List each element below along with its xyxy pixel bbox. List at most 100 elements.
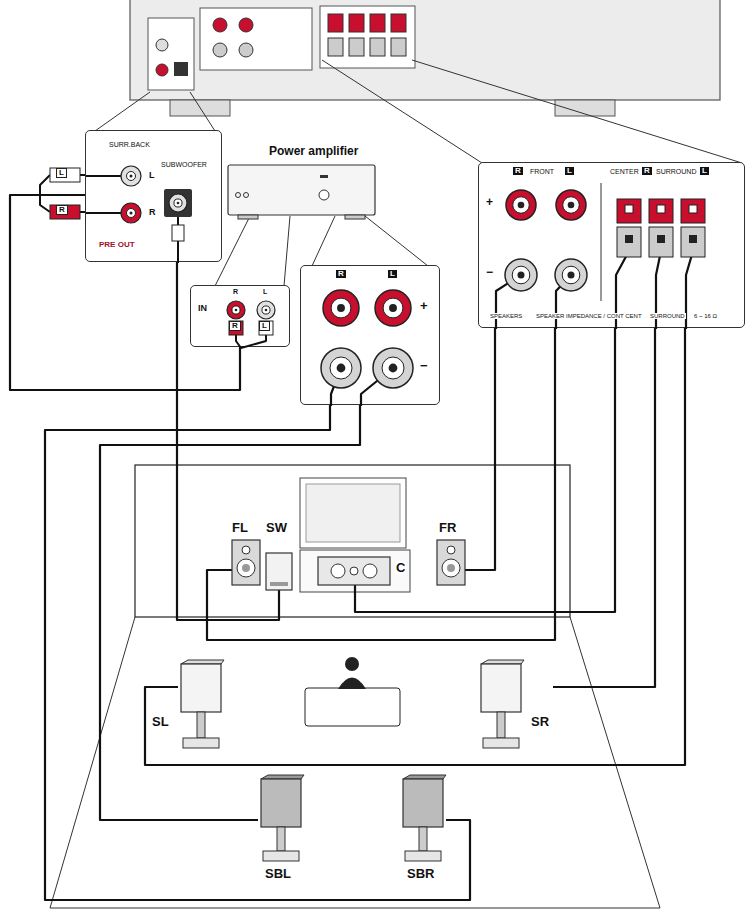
speaker-cabinet (481, 664, 521, 712)
rca-jack-ring (127, 172, 136, 181)
node-drawing (437, 540, 465, 585)
device-node: SR (478, 660, 553, 750)
binding-post (556, 190, 586, 220)
binding-post-hole (517, 271, 524, 278)
woofer (331, 564, 345, 578)
node-drawing (266, 553, 292, 590)
woofer (237, 559, 255, 577)
device-node: SW (266, 553, 292, 590)
panel-label: SURROUND (655, 168, 697, 175)
speaker-cabinet (437, 540, 465, 585)
speaker-label: SW (265, 521, 288, 535)
receiver-jack (213, 43, 227, 57)
callout-line (95, 92, 150, 131)
woofer (442, 559, 460, 577)
rca-jack (227, 301, 245, 319)
speaker-label: SBR (406, 867, 435, 881)
receiver-jack (239, 18, 253, 32)
tweeter (242, 546, 250, 554)
speaker-cable (465, 328, 495, 570)
rca-cable (236, 335, 241, 348)
node-drawing (258, 775, 304, 863)
rca-plug (50, 168, 80, 182)
sofa (305, 688, 400, 726)
device-node: FR (437, 540, 465, 585)
speaker-cable (45, 405, 470, 900)
rca-jack-ring (232, 306, 240, 314)
room-floor-edge (50, 908, 660, 909)
rca-cable (40, 175, 50, 195)
binding-post-hole (568, 202, 575, 209)
push-terminal (617, 199, 641, 223)
device-node: C (318, 557, 409, 585)
receiver-jack (213, 18, 227, 32)
subwoofer-port (270, 582, 288, 586)
node-drawing (400, 775, 446, 863)
subwoofer-cabinet (266, 553, 292, 590)
av-receiver (130, 0, 720, 100)
listener (338, 678, 366, 690)
binding-post (373, 348, 413, 388)
binding-post-ring (330, 357, 352, 379)
led (320, 175, 328, 178)
panel-label: R (148, 208, 157, 217)
plug-label: R (56, 205, 68, 215)
rca-plug (50, 205, 80, 219)
terminal-panel-inset: INRL (190, 285, 290, 347)
binding-post-hole (389, 304, 397, 312)
rca-jack-pin (177, 202, 180, 205)
receiver-speaker-panel (320, 6, 415, 68)
rca-jack-ring (262, 306, 270, 314)
device-node: SBL (258, 775, 304, 884)
panel-label: − (419, 359, 429, 373)
receiver-terminal (328, 38, 343, 56)
tv-screen (306, 484, 400, 542)
power-button (319, 190, 329, 200)
push-terminal (649, 199, 673, 223)
panel-label: SURROUND (649, 313, 686, 319)
callout-line (284, 216, 290, 286)
callout-line (365, 216, 428, 266)
speaker-stand-pole (497, 712, 505, 738)
binding-post (555, 259, 587, 291)
room-floor-edge (570, 617, 660, 908)
rca-jack (169, 194, 187, 212)
speaker-stand-base (183, 738, 219, 748)
node-drawing (301, 266, 441, 406)
panel-label: 6 ~ 16 Ω (693, 313, 718, 319)
panel-divider (601, 183, 602, 301)
rca-cable (40, 195, 50, 212)
speaker-cable (355, 328, 615, 612)
panel-label: L (148, 171, 156, 180)
rca-jack-pin (265, 309, 268, 312)
rca-cable (86, 212, 121, 214)
speaker-label: SL (151, 715, 170, 729)
room-floor-edge (50, 617, 135, 908)
push-terminal (681, 227, 705, 257)
tweeter (350, 567, 358, 575)
speaker-cabinet (181, 664, 221, 712)
callout-line (312, 216, 335, 266)
speaker-cabinet (403, 779, 443, 827)
speaker-cable (100, 405, 360, 820)
binding-post-hole (567, 271, 574, 278)
speaker-stand-pole (419, 827, 427, 851)
push-terminal (681, 199, 705, 223)
push-terminal (649, 227, 673, 257)
node-drawing (232, 540, 260, 585)
receiver-jack (156, 64, 168, 76)
binding-post (323, 290, 359, 326)
listener-head (345, 657, 359, 671)
device-node: SL (178, 660, 224, 750)
device-node: SBR (400, 775, 446, 884)
binding-post-hole (389, 364, 398, 373)
panel-label: + (419, 299, 429, 313)
binding-post-ring (563, 197, 580, 214)
speaker-stand-base (405, 851, 441, 861)
push-terminal-hole (689, 235, 697, 243)
receiver-terminal (370, 38, 385, 56)
receiver-jack (156, 39, 168, 51)
rca-cable (241, 335, 266, 348)
callout-line (412, 60, 742, 163)
